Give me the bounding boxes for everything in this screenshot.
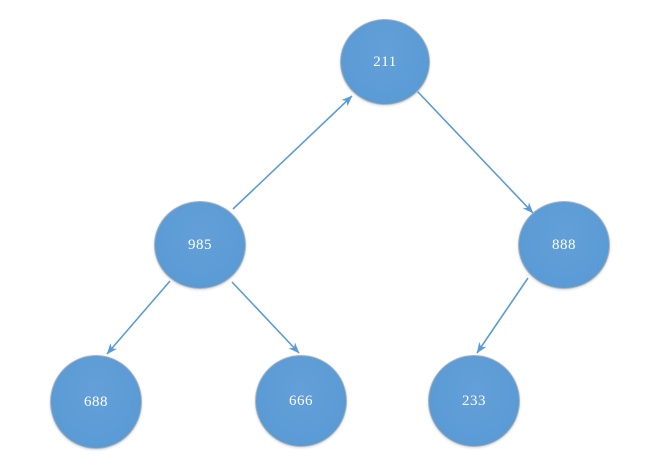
tree-node-label: 888: [552, 236, 576, 253]
tree-node-leaf-688[interactable]: 688: [50, 355, 142, 449]
tree-node-root-211[interactable]: 211: [340, 19, 430, 105]
tree-node-leaf-233[interactable]: 233: [428, 355, 520, 447]
tree-node-label: 233: [462, 392, 486, 409]
edge-985-to-688-arrow: [106, 280, 171, 355]
tree-node-label: 666: [289, 392, 313, 409]
tree-node-label: 985: [188, 236, 212, 253]
edge-985-to-666-arrow: [231, 281, 300, 354]
edge-985-to-211-arrow: [232, 95, 353, 210]
tree-node-label: 211: [373, 53, 397, 70]
tree-node-leaf-666[interactable]: 666: [255, 355, 347, 447]
tree-node-left-985[interactable]: 985: [154, 201, 246, 289]
tree-node-right-888[interactable]: 888: [518, 201, 610, 289]
tree-node-label: 688: [84, 393, 108, 410]
edge-888-to-233-arrow: [476, 277, 529, 354]
edge-211-to-888-arrow: [416, 90, 534, 214]
